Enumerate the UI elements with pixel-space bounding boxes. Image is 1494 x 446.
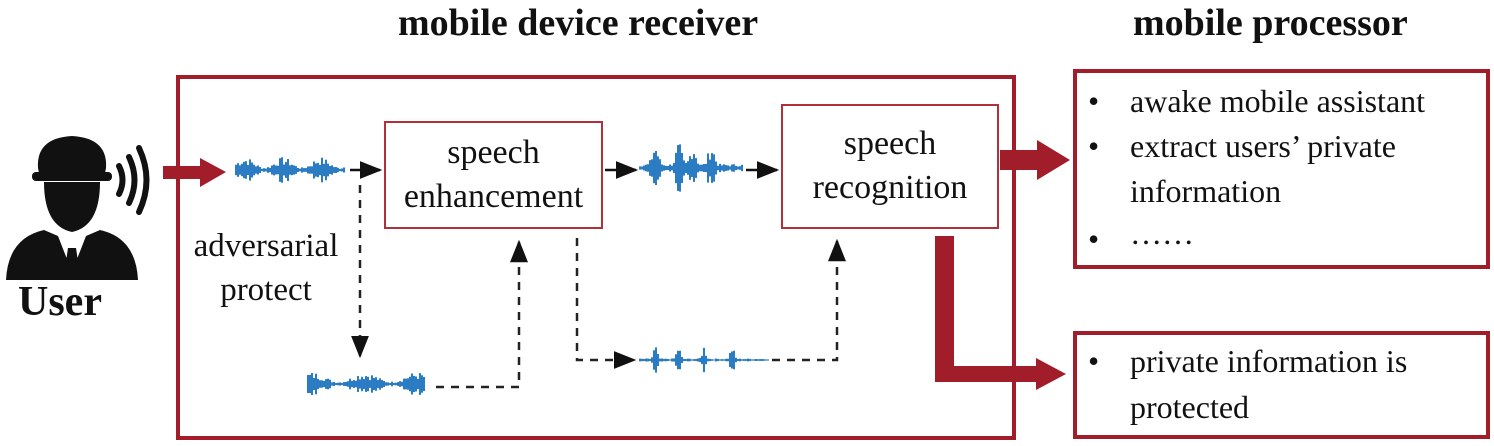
list-item: private information is xyxy=(1130,343,1408,379)
list-item: extract users’ private xyxy=(1130,128,1396,164)
protected-box xyxy=(1073,331,1490,439)
list-item: information xyxy=(1130,173,1282,209)
speech-recognition-block: speech recognition xyxy=(781,104,999,229)
receiver-title: mobile device receiver xyxy=(398,2,759,44)
waveform-icon xyxy=(307,373,425,395)
bullet-icon: • xyxy=(1088,221,1100,257)
bullet-icon: • xyxy=(1088,128,1100,164)
block-label-line: enhancement xyxy=(403,178,584,215)
adversarial-line: adversarial xyxy=(193,228,339,264)
block-label-line: speech xyxy=(843,125,937,162)
dashed-arrow xyxy=(575,238,637,369)
bullet-icon: • xyxy=(1088,343,1100,379)
list-item: protected xyxy=(1130,389,1250,425)
waveform-icon xyxy=(639,347,769,373)
user-icon xyxy=(6,136,138,280)
block-label-line: recognition xyxy=(812,169,968,206)
processor-list: • awake mobile assistant • extract users… xyxy=(1088,80,1488,265)
processor-box xyxy=(1073,69,1490,269)
speech-enhancement-block: speech enhancement xyxy=(384,121,603,229)
list-item: …… xyxy=(1130,215,1194,251)
list-item: awake mobile assistant xyxy=(1130,83,1426,119)
adversarial-label: adversarial protect xyxy=(180,224,352,312)
output-arrow-icon xyxy=(1000,140,1070,180)
input-arrow-icon xyxy=(163,158,226,187)
adversarial-line: protect xyxy=(220,272,312,308)
bullet-icon: • xyxy=(1088,83,1100,119)
processor-title: mobile processor xyxy=(1133,2,1408,44)
dashed-arrow xyxy=(772,238,846,362)
waveform-icon xyxy=(639,144,743,192)
protected-arrow-icon xyxy=(935,236,1066,390)
waveform-icon xyxy=(235,157,345,183)
sound-wave-icon xyxy=(116,145,150,215)
protected-list: • private information is protected xyxy=(1088,340,1488,435)
dashed-arrow xyxy=(436,239,528,389)
user-label: User xyxy=(18,279,102,325)
block-label-line: speech xyxy=(447,134,540,171)
